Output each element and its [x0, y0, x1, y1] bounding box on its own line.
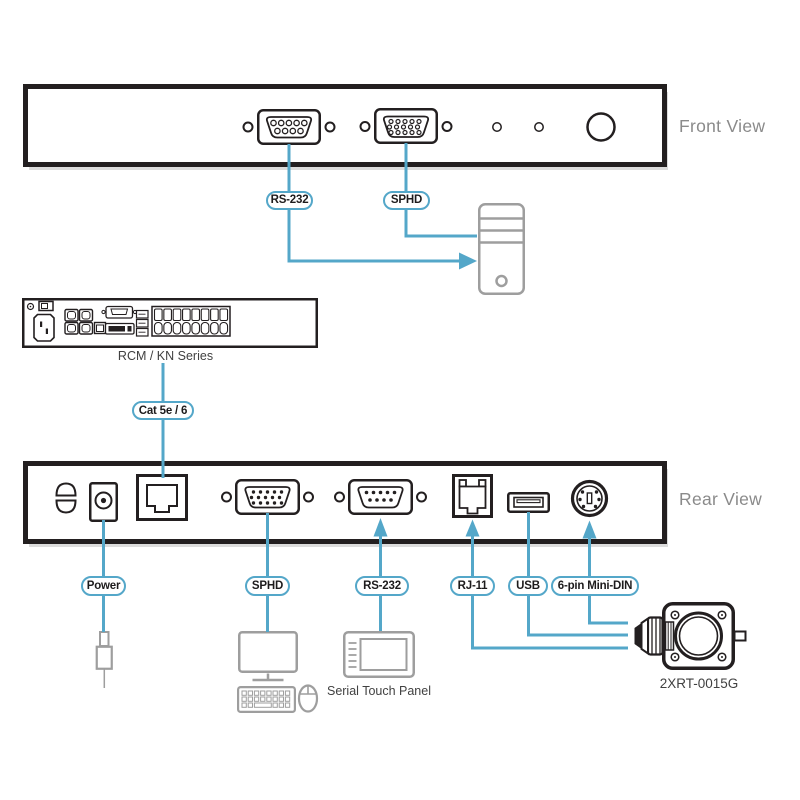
- rear-view-label: Rear View: [679, 489, 763, 509]
- front-panel: [23, 84, 668, 170]
- arrow-heads: [373, 252, 597, 539]
- touch-panel-label: Serial Touch Panel: [326, 684, 431, 698]
- rear-db9-connector-icon: [334, 479, 427, 515]
- rear-rs232-arrow-icon: [373, 518, 388, 537]
- keyboard-icon: [237, 685, 297, 713]
- rj11-port-icon: [452, 474, 493, 518]
- rj11-pill: RJ-11: [450, 576, 495, 596]
- xrt-module-icon: [634, 602, 747, 670]
- kvm-switch-device-icon: [22, 298, 318, 348]
- rear-sphd-connector-icon: [221, 479, 314, 515]
- usb-pill: USB: [508, 576, 548, 596]
- rj11-line: [471, 535, 628, 650]
- dc-power-jack-icon: [89, 482, 118, 522]
- rear-sphd-pill: SPHD: [245, 576, 290, 596]
- grounding-contacts-icon: [55, 482, 77, 514]
- computer-tower-icon: [478, 203, 525, 295]
- front-view-label: Front View: [679, 116, 766, 136]
- usb-port-icon: [507, 492, 550, 513]
- minidin-port-icon: [570, 479, 609, 518]
- minidin-line: [588, 537, 628, 625]
- cat5e-pill: Cat 5e / 6: [132, 401, 194, 420]
- front-sphd-pill: SPHD: [383, 191, 430, 210]
- front-rs232-pill: RS-232: [266, 191, 313, 210]
- rear-panel: [23, 461, 668, 547]
- front-sphd-line: [404, 143, 477, 238]
- xrt-module-label: 2XRT-0015G: [659, 676, 739, 691]
- rj45-port-icon: [136, 474, 188, 521]
- minidin-arrow-icon: [582, 520, 597, 539]
- minidin-pill: 6-pin Mini-DIN: [551, 576, 639, 596]
- power-pill: Power: [81, 576, 126, 596]
- touch-panel-icon: [343, 631, 415, 678]
- power-plug-icon: [95, 631, 113, 688]
- monitor-icon: [238, 631, 298, 682]
- power-button: [586, 112, 616, 142]
- front-rs232-arrow-icon: [459, 252, 477, 270]
- rear-rs232-pill: RS-232: [355, 576, 409, 596]
- connection-lines: [102, 143, 628, 650]
- front-rs232-line: [287, 144, 460, 263]
- mouse-icon: [297, 684, 319, 713]
- led-indicators: [492, 122, 544, 132]
- front-sphd-connector-icon: [359, 108, 453, 144]
- usb-line: [527, 512, 628, 637]
- front-db9-connector-icon: [242, 109, 336, 145]
- rj11-arrow-icon: [465, 519, 480, 537]
- kvm-switch-label: RCM / KN Series: [117, 349, 214, 363]
